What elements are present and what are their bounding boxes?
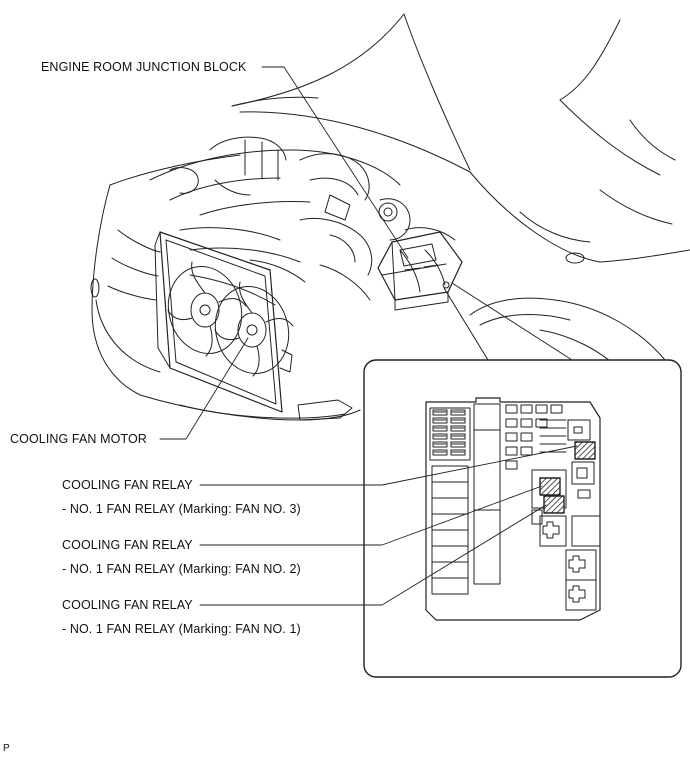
label-relay-no1-detail: - NO. 1 FAN RELAY (Marking: FAN NO. 1) — [62, 622, 301, 636]
relay-fan-no3-marker — [574, 441, 596, 460]
relay-fan-no1-marker — [543, 495, 565, 514]
label-cooling-fan-motor: COOLING FAN MOTOR — [10, 432, 147, 446]
vehicle-outline — [90, 13, 690, 421]
engine-bay — [149, 136, 456, 306]
label-relay-no1-title: COOLING FAN RELAY — [62, 598, 193, 612]
label-relay-no3-detail: - NO. 1 FAN RELAY (Marking: FAN NO. 3) — [62, 502, 301, 516]
junction-block-in-vehicle — [377, 231, 463, 311]
fuse-array-middle — [505, 404, 567, 470]
figure-code: P — [3, 743, 10, 754]
relay-fan-no2-marker — [539, 477, 561, 496]
relay-box-detail — [425, 397, 601, 621]
label-relay-no2-detail: - NO. 1 FAN RELAY (Marking: FAN NO. 2) — [62, 562, 301, 576]
label-engine-room-junction-block: ENGINE ROOM JUNCTION BLOCK — [41, 60, 247, 74]
label-relay-no3-title: COOLING FAN RELAY — [62, 478, 193, 492]
cooling-fan-assembly — [154, 231, 294, 413]
label-relay-no2-title: COOLING FAN RELAY — [62, 538, 193, 552]
fuse-array-left — [432, 409, 466, 456]
leader-lines — [159, 66, 578, 606]
